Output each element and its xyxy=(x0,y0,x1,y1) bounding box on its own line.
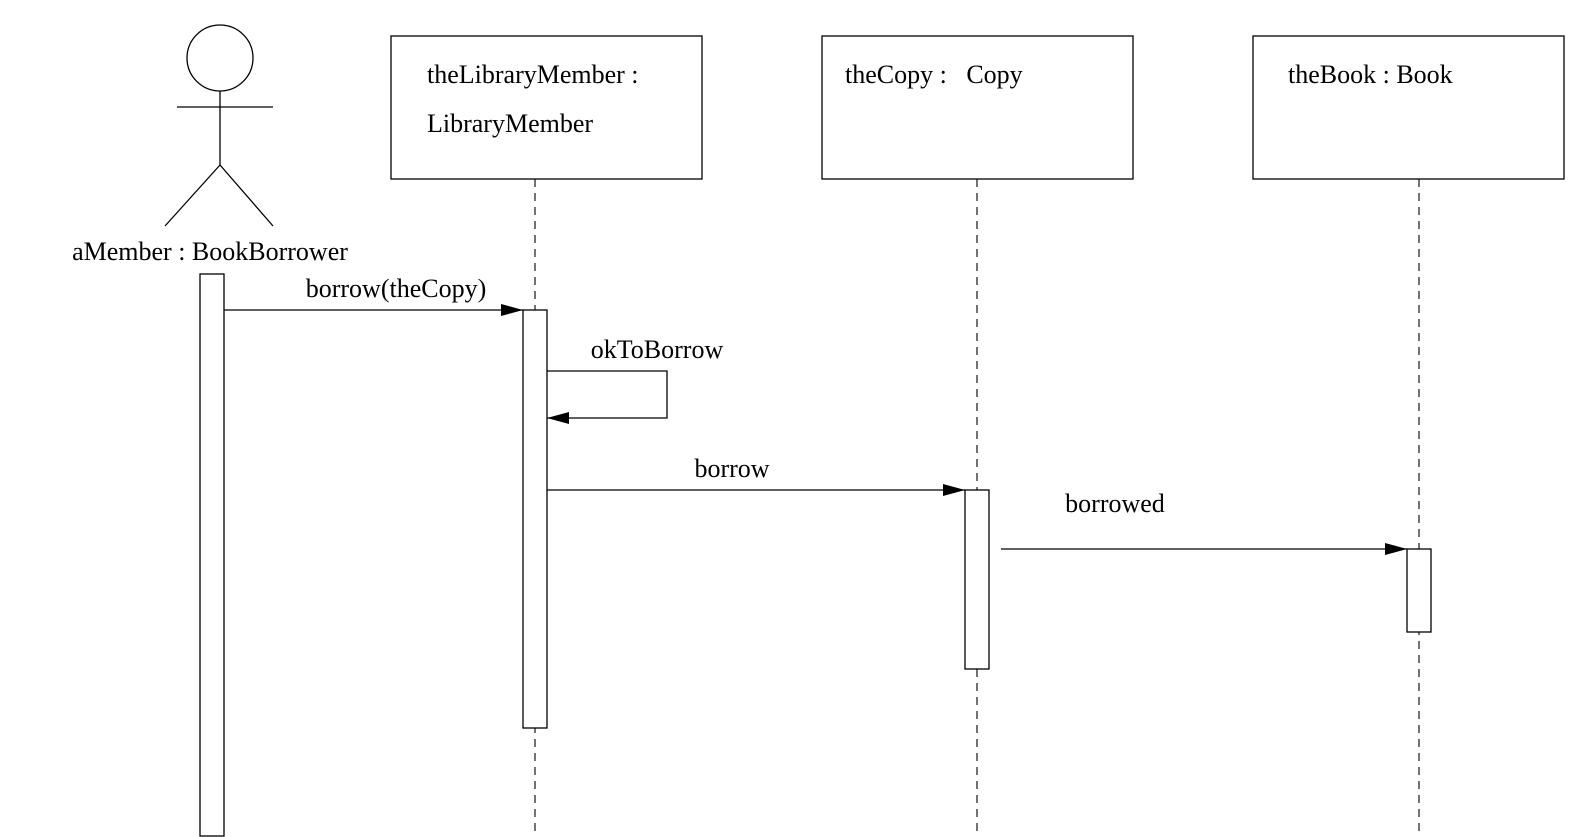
object-label-library-member-line2: LibraryMember xyxy=(427,109,593,138)
object-box-library-member xyxy=(390,35,703,180)
message-label-oktoborrow: okToBorrow xyxy=(591,335,724,364)
activation-book xyxy=(1406,548,1432,633)
actor-left-leg xyxy=(164,164,221,227)
object-label-copy: theCopy : Copy xyxy=(845,60,1023,89)
activation-actor xyxy=(199,273,225,837)
message-label-borrow: borrow xyxy=(694,454,769,483)
actor-right-leg xyxy=(219,164,274,227)
actor-label: aMember : BookBorrower xyxy=(72,237,348,266)
object-label-library-member-line1: theLibraryMember : xyxy=(427,60,639,89)
activation-library-member xyxy=(522,309,548,729)
activation-copy xyxy=(964,489,990,670)
actor-head xyxy=(186,24,254,92)
message-arrow-oktoborrow xyxy=(547,370,668,424)
object-box-book xyxy=(1252,35,1565,180)
actor-figure xyxy=(164,24,274,227)
object-box-copy xyxy=(821,35,1134,180)
message-label-borrowed: borrowed xyxy=(1065,489,1165,518)
message-label-borrow-thecopy: borrow(theCopy) xyxy=(306,274,487,303)
object-label-book: theBook : Book xyxy=(1288,60,1453,89)
